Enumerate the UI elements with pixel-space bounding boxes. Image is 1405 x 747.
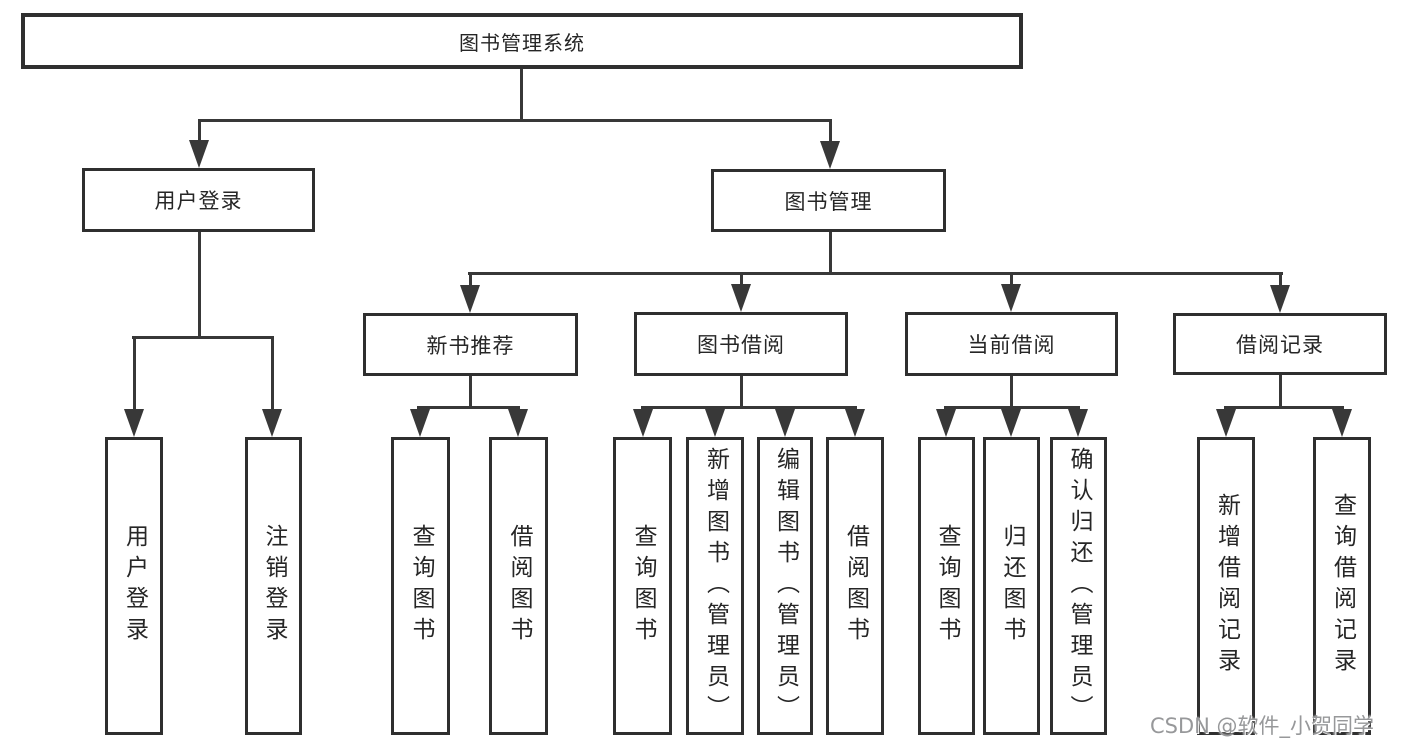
node-label: 查询借阅记录 <box>1329 493 1356 679</box>
arrowhead-bb-add <box>705 409 725 437</box>
arrowhead-cb-return <box>1001 409 1021 437</box>
csdn-watermark: CSDN @软件_小贺同学 <box>1150 714 1375 738</box>
node-label: 借阅图书 <box>506 524 532 648</box>
connector-br-stem <box>1279 373 1282 409</box>
connector-user-login-drop <box>198 119 201 145</box>
node-ul-logout: 注销登录 <box>245 437 302 735</box>
connector-ul-bar <box>132 336 274 339</box>
node-bb-add: 新增图书（管理员） <box>686 437 744 735</box>
node-ul-login: 用户登录 <box>105 437 163 735</box>
arrowhead-book-mgmt <box>820 141 840 169</box>
connector-ul-login-drop <box>133 336 136 410</box>
node-label: 查询图书 <box>408 524 434 648</box>
node-label: 确认归还（管理员） <box>1066 446 1092 726</box>
node-label: 借阅图书 <box>842 524 869 648</box>
connector-bb-bar <box>641 406 856 409</box>
arrowhead-cb-query <box>936 409 956 437</box>
arrowhead-nb-borrow <box>508 409 528 437</box>
node-book-mgmt: 图书管理 <box>711 169 946 232</box>
node-br-query: 查询借阅记录 <box>1313 437 1371 735</box>
node-label: 新增图书（管理员） <box>702 446 729 726</box>
node-label: 图书管理 <box>784 189 873 214</box>
node-bb-query: 查询图书 <box>613 437 672 735</box>
node-library-system: 图书管理系统 <box>21 13 1023 69</box>
connector-book-mgmt-drop <box>829 119 832 145</box>
node-book-borrow: 图书借阅 <box>634 312 848 376</box>
node-cb-confirm: 确认归还（管理员） <box>1050 437 1107 735</box>
node-label: 图书管理系统 <box>459 30 585 55</box>
node-label: 借阅记录 <box>1236 333 1324 357</box>
arrowhead-bb-query <box>633 409 653 437</box>
node-label: 编辑图书（管理员） <box>772 446 799 726</box>
connector-root-stem <box>520 67 523 119</box>
connector-bm-stem <box>829 230 832 275</box>
connector-ul-logout-drop <box>271 336 274 410</box>
arrowhead-bb-edit <box>775 409 795 437</box>
arrowhead-ul-login <box>124 409 144 437</box>
arrowhead-user-login <box>189 140 209 168</box>
node-current-borrow: 当前借阅 <box>905 312 1118 376</box>
connector-current-borrow-drop <box>1010 272 1013 288</box>
arrowhead-bb-borrow <box>845 409 865 437</box>
arrowhead-ul-logout <box>262 409 282 437</box>
arrowhead-current-borrow <box>1001 284 1021 312</box>
connector-cb-stem <box>1010 374 1013 409</box>
node-user-login: 用户登录 <box>82 168 315 232</box>
arrowhead-borrow-records <box>1270 285 1290 313</box>
node-label: 新书推荐 <box>426 333 515 358</box>
node-new-books: 新书推荐 <box>363 313 578 376</box>
arrowhead-nb-query <box>410 409 430 437</box>
connector-new-books-drop <box>469 272 472 288</box>
node-label: 用户登录 <box>154 189 243 213</box>
node-label: 新增借阅记录 <box>1213 493 1240 679</box>
connector-nb-stem <box>469 374 472 409</box>
connector-nb-bar <box>417 406 520 409</box>
node-label: 查询图书 <box>934 524 960 648</box>
connector-root-bar <box>198 119 832 122</box>
arrowhead-cb-confirm <box>1068 409 1088 437</box>
node-borrow-records: 借阅记录 <box>1173 313 1387 375</box>
node-nb-query: 查询图书 <box>391 437 450 735</box>
connector-bm-bar <box>468 272 1283 275</box>
node-label: 查询图书 <box>630 524 656 648</box>
node-bb-borrow: 借阅图书 <box>826 437 884 735</box>
connector-bb-stem <box>740 374 743 409</box>
connector-borrow-records-drop <box>1279 272 1282 288</box>
arrowhead-br-query <box>1332 409 1352 437</box>
node-label: 用户登录 <box>121 524 148 648</box>
arrowhead-br-add <box>1216 409 1236 437</box>
arrowhead-book-borrow <box>731 284 751 312</box>
node-label: 当前借阅 <box>967 333 1056 357</box>
node-cb-query: 查询图书 <box>918 437 975 735</box>
node-bb-edit: 编辑图书（管理员） <box>757 437 813 735</box>
node-cb-return: 归还图书 <box>983 437 1040 735</box>
node-label: 图书借阅 <box>697 333 785 357</box>
node-label: 注销登录 <box>261 524 287 648</box>
connector-ul-stem <box>198 230 201 339</box>
connector-book-borrow-drop <box>740 272 743 288</box>
node-br-add: 新增借阅记录 <box>1197 437 1255 735</box>
node-label: 归还图书 <box>999 524 1025 648</box>
arrowhead-new-books <box>460 285 480 313</box>
connector-br-bar <box>1224 406 1344 409</box>
node-nb-borrow: 借阅图书 <box>489 437 548 735</box>
